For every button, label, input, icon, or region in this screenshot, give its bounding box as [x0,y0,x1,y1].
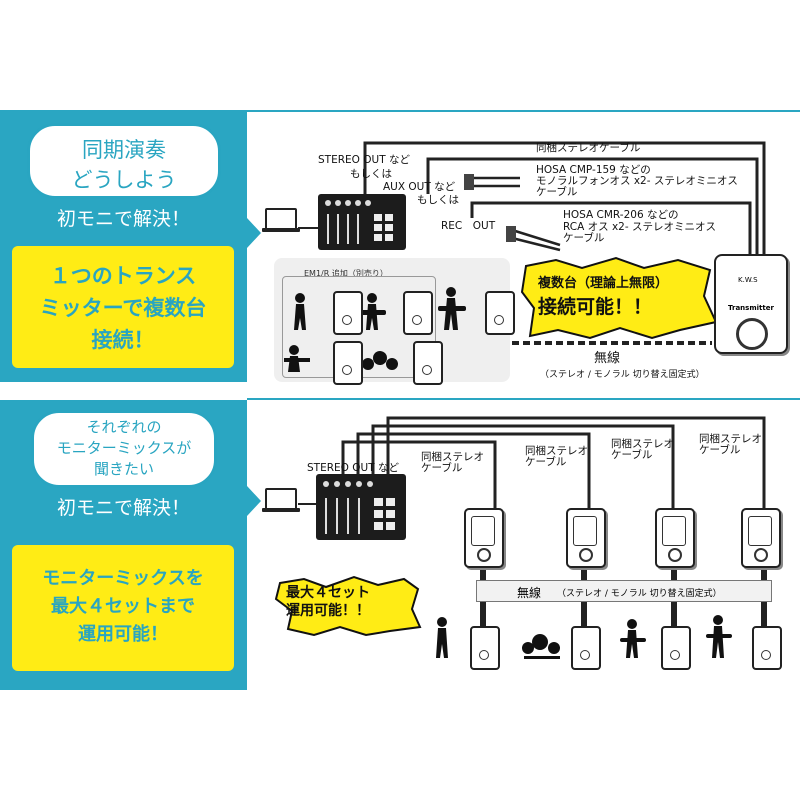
hosa-159-line1: HOSA CMP-159 などの [536,164,651,176]
bottom-highlight-box: モニターミックスを 最大４セットまで 運用可能！ [12,545,234,671]
bottom-receiver-4 [752,626,782,670]
bottom-cable-label-1b: ケーブル [421,462,463,474]
hosa-206-line3: ケーブル [563,232,605,244]
top-solve-text: 初モニで解決！ [56,208,190,230]
bottom-solve-text: 初モニで解決！ [56,497,190,519]
middle-divider [247,398,800,400]
bottom-wireless-label: 無線 [517,586,542,600]
transmitter: K.W.S Transmitter [714,254,788,354]
bottom-cable-label-2b: ケーブル [525,456,567,468]
em-receiver-4 [333,341,363,385]
top-box-line3: 接続！ [91,328,155,352]
top-aux-out-label: AUX OUT など [383,181,456,193]
hosa-206-line2: RCA オス x2- ステレオミニオス [563,221,716,233]
bottom-cable-label-2a: 同梱ステレオ [525,445,588,457]
top-laptop-icon [262,208,302,234]
top-thought-cloud: 同期演奏 どうしよう [27,123,221,199]
em-receiver-3 [485,291,515,335]
bottom-panel-pointer [247,486,261,516]
top-moshikuwa-label-1: もしくは [350,168,392,180]
top-wireless-sub: （ステレオ / モノラル 切り替え固定式） [540,370,705,380]
bottom-receiver-3 [661,626,691,670]
bottom-cable-label-3b: ケーブル [611,449,653,461]
hosa-159-line2: モノラルフォンオス x2- ステレオミニオス [536,175,738,187]
hosa-206-line1: HOSA CMR-206 などの [563,209,679,221]
bottom-cable-label-4a: 同梱ステレオ [699,433,762,445]
top-burst-line1: 複数台（理論上無限） [538,276,669,291]
top-divider [247,110,800,112]
transmitter-3 [655,508,695,568]
bottom-cable-label-1a: 同梱ステレオ [421,451,484,463]
top-cloud-line2: どうしよう [71,168,177,192]
top-cloud-line1: 同期演奏 [82,138,166,162]
bottom-wireless-bar: 無線 （ステレオ / モノラル 切り替え固定式） [476,580,772,602]
top-stereo-out-label: STEREO OUT など [318,154,410,166]
bottom-thought-cloud: それぞれの モニターミックスが 聞きたい [31,410,217,488]
top-cable-lines [298,141,766,345]
bottom-receiver-2 [571,626,601,670]
bottom-cable-label-3a: 同梱ステレオ [611,438,674,450]
hosa-159-line3: ケーブル [536,186,578,198]
bottom-receiver-1 [470,626,500,670]
bottom-cloud-line2: モニターミックスが [56,439,192,457]
bottom-box-line2: 最大４セットまで [51,596,195,617]
bottom-box-line1: モニターミックスを [42,568,204,589]
top-burst-line2: 接続可能！！ [538,296,653,318]
top-burst [520,256,718,340]
top-stereo-cable-label: 同梱ステレオケーブル [536,142,641,154]
bottom-burst-line1: 最大４セット [286,585,370,601]
transmitter-2 [566,508,606,568]
top-box-line2: ミッターで複数台 [39,296,207,320]
top-rec-out-label: REC OUT [441,220,496,232]
bottom-wireless-sub: （ステレオ / モノラル 切り替え固定式） [557,589,722,599]
bottom-burst [274,575,422,637]
bottom-mixer-icon [316,474,406,540]
transmitter-4 [741,508,781,568]
bottom-burst-line2: 運用可能！！ [286,603,370,619]
top-box-line1: １つのトランス [49,264,197,288]
em-receiver-1 [333,291,363,335]
top-highlight-box: １つのトランス ミッターで複数台 接続！ [12,246,234,368]
bottom-cloud-line1: それぞれの [86,418,162,436]
top-moshikuwa-label-2: もしくは [417,194,459,206]
em-receiver-2 [403,291,433,335]
bottom-cable-label-4b: ケーブル [699,444,741,456]
em-label: EM1/R 追加（別売り） [304,269,388,278]
tx-name: Transmitter [728,304,774,312]
bottom-box-line3: 運用可能！ [78,624,168,645]
top-mixer-icon [318,194,406,250]
bottom-stereo-out-label: STEREO OUT など [307,462,399,474]
bottom-musicians [436,615,732,659]
top-panel-pointer [247,218,261,248]
tx-brand: K.W.S [738,276,758,284]
bottom-laptop-icon [262,488,302,514]
transmitter-1 [464,508,504,568]
tx-knob [736,318,768,350]
em-musicians [284,287,466,372]
top-wireless-label: 無線 [594,351,621,366]
em-receiver-5 [413,341,443,385]
bottom-cloud-line3: 聞きたい [93,460,154,478]
